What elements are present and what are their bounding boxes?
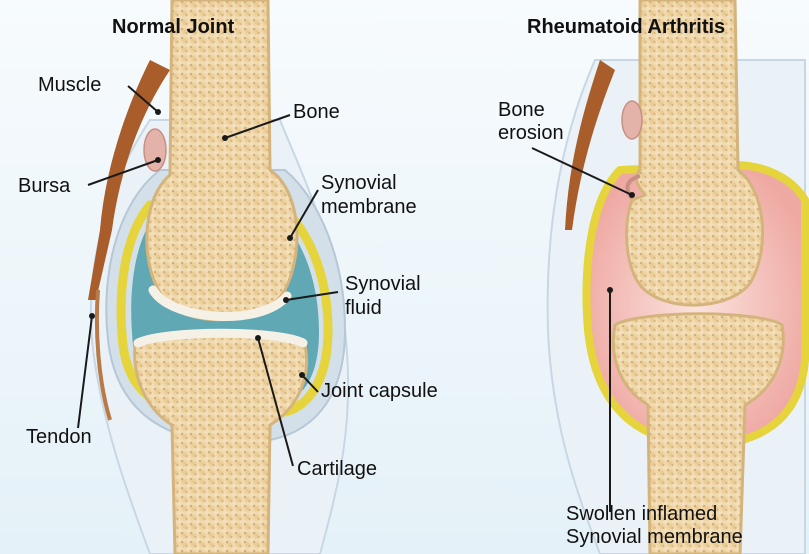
label-swollen-line1: Swollen inflamed <box>566 503 717 525</box>
leader-dot-bone-erosion <box>629 192 635 198</box>
label-tendon: Tendon <box>26 426 92 448</box>
label-synovial-membrane-line2: membrane <box>321 196 417 218</box>
label-cartilage: Cartilage <box>297 458 377 480</box>
leader-dot-muscle <box>155 109 161 115</box>
label-synovial-fluid-line1: Synovial <box>345 273 421 295</box>
leader-dot-bone <box>222 135 228 141</box>
title-rheumatoid-arthritis: Rheumatoid Arthritis <box>527 16 725 39</box>
ra-bursa <box>622 101 642 139</box>
leader-dot-swollen-membrane <box>607 287 613 293</box>
title-normal-joint: Normal Joint <box>112 16 234 39</box>
label-bursa: Bursa <box>18 175 70 197</box>
label-bone-erosion-line2: erosion <box>498 122 564 144</box>
leader-dot-synovial-fluid <box>283 297 289 303</box>
leader-dot-bursa <box>155 157 161 163</box>
label-bone-erosion-line1: Bone <box>498 99 545 121</box>
label-swollen-line2: Synovial membrane <box>566 526 743 548</box>
label-synovial-fluid-line2: fluid <box>345 297 382 319</box>
label-bone: Bone <box>293 101 340 123</box>
leader-dot-cartilage <box>255 335 261 341</box>
leader-dot-joint-capsule <box>299 372 305 378</box>
leader-dot-tendon <box>89 313 95 319</box>
label-muscle: Muscle <box>38 74 101 96</box>
ra-joint <box>548 0 805 554</box>
label-synovial-membrane-line1: Synovial <box>321 172 397 194</box>
leader-dot-synovial-membrane <box>287 235 293 241</box>
label-joint-capsule: Joint capsule <box>321 380 438 402</box>
